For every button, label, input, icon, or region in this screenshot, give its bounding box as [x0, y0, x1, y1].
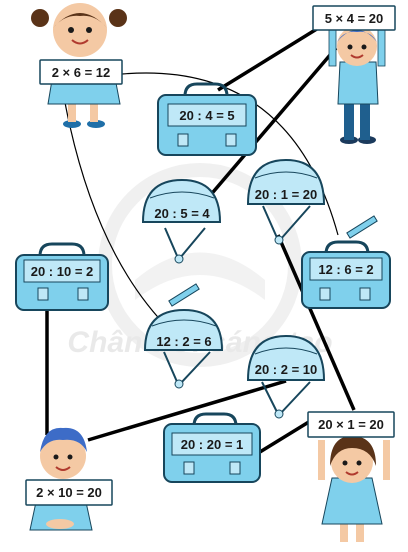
line-boy-to-helmet-left-upper[interactable] [206, 46, 338, 200]
card-text: 2 × 10 = 20 [36, 485, 102, 500]
line-boy-bottom-to-helmet-right-lower[interactable] [87, 379, 287, 442]
line-girl-bottom-to-helmet-right-upper[interactable] [276, 234, 356, 411]
bag-top[interactable]: 20 : 4 = 5 [157, 82, 257, 156]
card: 2 × 6 = 12 [39, 59, 123, 85]
helmet-label: 12 : 2 = 6 [156, 334, 211, 349]
card: 5 × 4 = 20 [312, 5, 396, 31]
boy-bottom-left: 2 × 10 = 20 [25, 427, 113, 531]
helmet-middle[interactable]: 12 : 2 = 6 [143, 283, 224, 389]
bag-right[interactable]: 12 : 6 = 2 [301, 215, 391, 309]
bag-label: 20 : 10 = 2 [31, 264, 94, 279]
card-text: 5 × 4 = 20 [325, 11, 384, 26]
bag-label: 20 : 4 = 5 [179, 108, 234, 123]
helmet-label: 20 : 5 = 4 [154, 206, 210, 221]
line-girl-bottom-to-bag-bottom[interactable] [254, 418, 313, 457]
bag-left[interactable]: 20 : 10 = 2 [15, 242, 109, 311]
card-text: 2 × 6 = 12 [52, 65, 111, 80]
helmet-label: 20 : 2 = 10 [255, 362, 318, 377]
line-boy-to-bag-top[interactable] [217, 25, 321, 92]
helmet-right-upper[interactable]: 20 : 1 = 20 [246, 158, 326, 245]
girl-top-left: 2 × 6 = 12 [31, 3, 127, 128]
helmet-right-lower[interactable]: 20 : 2 = 10 [246, 334, 326, 419]
card: 20 × 1 = 20 [307, 411, 395, 438]
boy-top-right: 5 × 4 = 20 [312, 5, 396, 144]
bag-bottom[interactable]: 20 : 20 = 1 [163, 412, 261, 483]
helmet-left-upper[interactable]: 20 : 5 = 4 [141, 178, 222, 264]
bag-label: 12 : 6 = 2 [318, 262, 373, 277]
bag-label: 20 : 20 = 1 [181, 437, 244, 452]
helmet-label: 20 : 1 = 20 [255, 187, 318, 202]
card: 2 × 10 = 20 [25, 479, 113, 506]
card-text: 20 × 1 = 20 [318, 417, 384, 432]
girl-bottom-right: 20 × 1 = 20 [307, 411, 395, 542]
